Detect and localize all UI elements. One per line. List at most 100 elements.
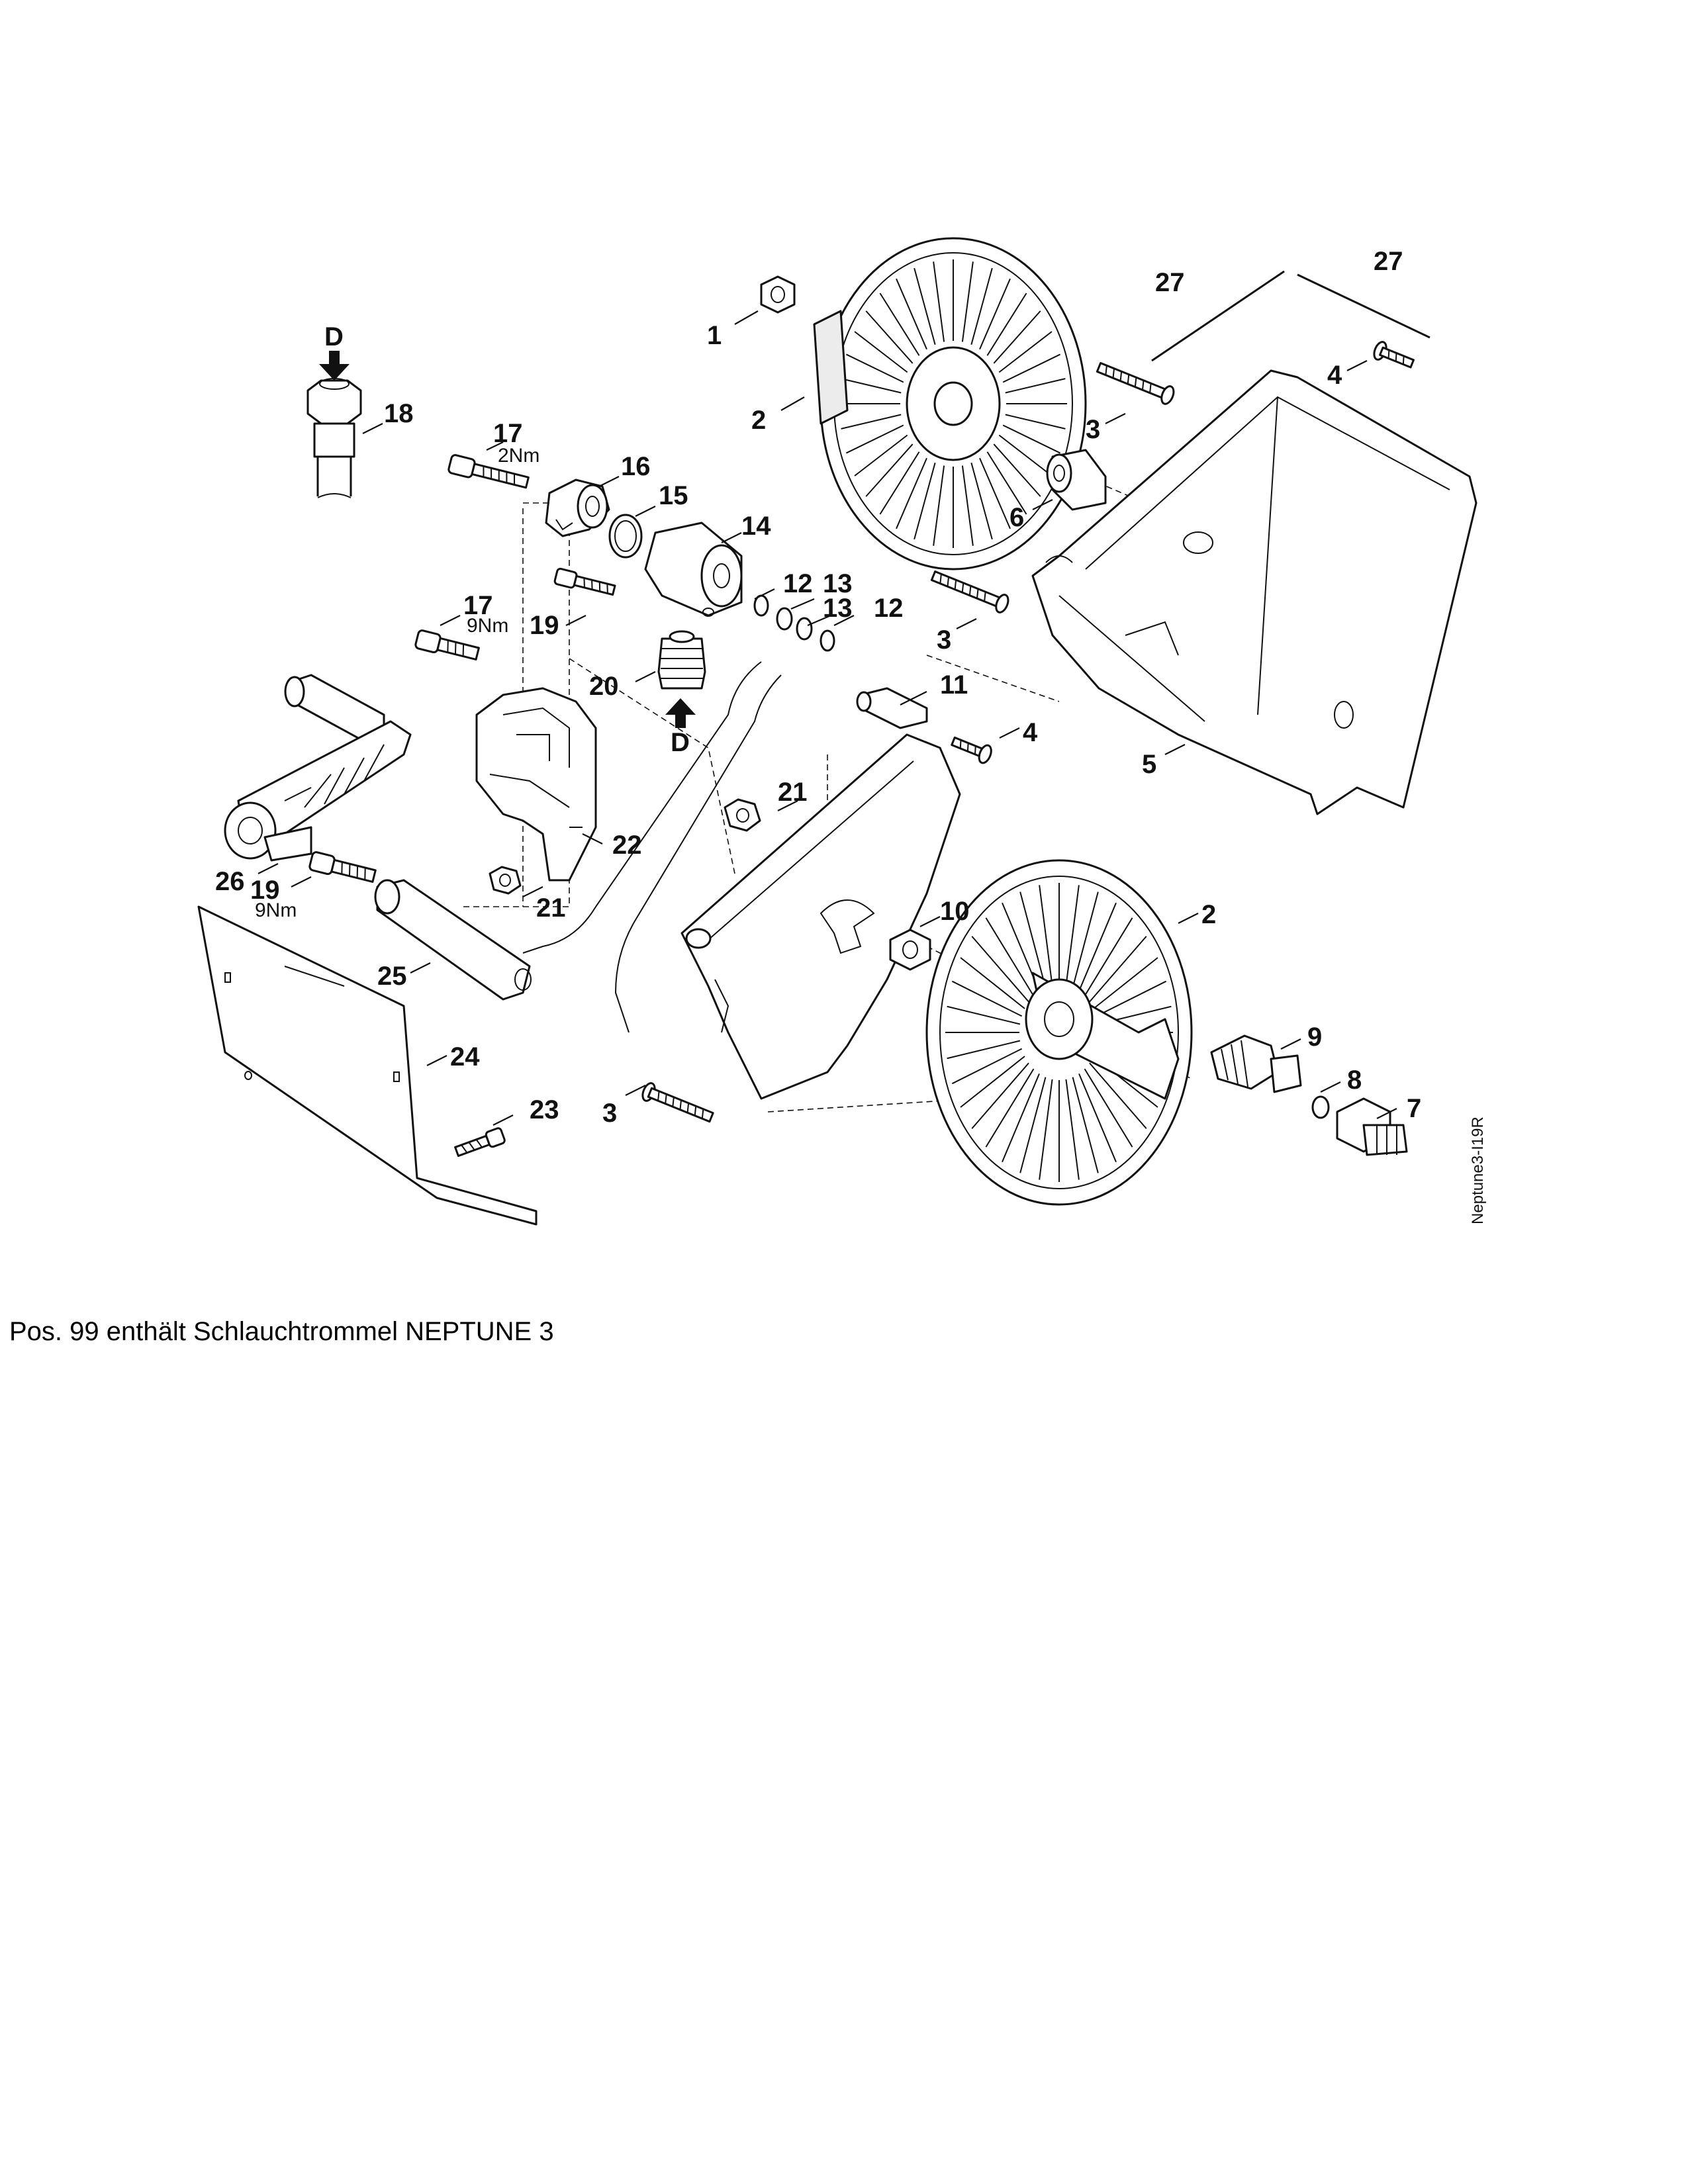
flange-spoke bbox=[985, 1068, 1035, 1148]
flange-spoke bbox=[947, 1005, 1021, 1025]
callout-19-lower: 19 bbox=[250, 876, 280, 905]
part-20-nipple bbox=[657, 630, 706, 690]
torque-17-lower: 9Nm bbox=[467, 615, 508, 637]
flange-spoke bbox=[998, 331, 1053, 373]
flange-spoke bbox=[985, 917, 1035, 997]
callout-4-middle: 4 bbox=[1023, 718, 1038, 747]
part-17-bolt-lower bbox=[414, 629, 480, 660]
flange-spoke bbox=[1019, 891, 1047, 988]
callout-12-right: 12 bbox=[874, 594, 904, 623]
flange-spoke bbox=[1089, 936, 1147, 1003]
callout-13-upper: 13 bbox=[823, 569, 853, 598]
flange-spoke bbox=[979, 278, 1011, 350]
flange-spoke bbox=[993, 310, 1041, 364]
part-21-nuts bbox=[489, 798, 761, 895]
part-6-bushing bbox=[1046, 449, 1107, 511]
callout-21-left: 21 bbox=[536, 893, 566, 923]
callout-25: 25 bbox=[377, 962, 407, 991]
callout-17-lower: 17 bbox=[463, 591, 493, 620]
part-8-o-ring bbox=[1311, 1095, 1330, 1119]
part-23-screw bbox=[454, 1127, 506, 1158]
flange-spoke bbox=[854, 434, 908, 477]
part-14-sleeve bbox=[644, 522, 743, 617]
flange-spoke bbox=[896, 457, 927, 529]
callout-22: 22 bbox=[612, 831, 642, 860]
part-2-lower-flange bbox=[925, 859, 1193, 1206]
part-16-swivel-housing bbox=[545, 478, 610, 537]
callout-27-left: 27 bbox=[1155, 268, 1185, 297]
part-2-upper-flange bbox=[813, 237, 1087, 570]
callout-9: 9 bbox=[1307, 1023, 1322, 1052]
callout-10: 10 bbox=[940, 897, 970, 926]
part-3-screws bbox=[641, 362, 1175, 1123]
part-19-screw-lower bbox=[308, 851, 377, 883]
flange-spoke bbox=[947, 1040, 1021, 1060]
flange-spoke bbox=[970, 463, 993, 540]
flange-spoke bbox=[879, 451, 920, 515]
drawing-id: Neptune3-I19R bbox=[1469, 1116, 1487, 1224]
flange-spoke bbox=[1072, 1077, 1099, 1173]
flange-spoke bbox=[1093, 957, 1158, 1009]
flange-spoke bbox=[845, 424, 904, 454]
part-15-circlip bbox=[608, 514, 643, 559]
flange-spoke bbox=[1065, 1079, 1080, 1180]
part-24-cover-plate bbox=[197, 905, 538, 1226]
flange-spoke bbox=[1019, 1077, 1047, 1173]
label-d-bottom: D bbox=[671, 728, 690, 757]
callout-3-upper: 3 bbox=[1086, 415, 1100, 444]
flange-spoke bbox=[845, 353, 904, 383]
callout-17-upper: 17 bbox=[493, 419, 523, 448]
callout-labels: 1 2 2 3 3 3 4 4 5 6 7 8 9 10 11 12 12 13… bbox=[215, 247, 1487, 1224]
flange-spoke bbox=[841, 378, 902, 394]
arrow-d-bottom bbox=[665, 698, 696, 728]
torque-17-upper: 2Nm bbox=[498, 445, 539, 467]
flange-spoke bbox=[970, 267, 993, 345]
flange-spoke bbox=[986, 451, 1027, 515]
callout-6: 6 bbox=[1009, 503, 1024, 532]
callout-2-upper: 2 bbox=[751, 406, 766, 435]
label-d-top: D bbox=[324, 322, 344, 351]
flange-spoke bbox=[1039, 885, 1053, 986]
flange-spoke bbox=[961, 261, 974, 342]
part-12-13-rings bbox=[753, 594, 835, 652]
flange-spoke bbox=[951, 980, 1023, 1017]
callout-4-upper: 4 bbox=[1327, 361, 1342, 390]
flange-spoke bbox=[993, 443, 1041, 497]
callout-8: 8 bbox=[1347, 1066, 1362, 1095]
part-25-axle bbox=[374, 879, 532, 1001]
callout-15: 15 bbox=[659, 481, 688, 510]
callout-20: 20 bbox=[589, 672, 619, 701]
part-27-strips bbox=[1151, 270, 1430, 362]
callout-3-lower: 3 bbox=[602, 1099, 617, 1128]
flange-spoke bbox=[914, 267, 936, 345]
callout-18: 18 bbox=[384, 399, 414, 428]
flange-spoke bbox=[1039, 1079, 1053, 1180]
torque-19-lower: 9Nm bbox=[255, 899, 297, 921]
flange-spoke bbox=[1002, 353, 1061, 383]
flange-spoke bbox=[865, 310, 914, 364]
flange-spoke bbox=[1084, 917, 1133, 997]
flange-spoke bbox=[971, 1062, 1029, 1129]
flange-spoke bbox=[1078, 1073, 1117, 1163]
flange-spoke bbox=[1084, 1068, 1133, 1148]
part-9-fitting bbox=[1210, 1034, 1302, 1093]
flange-spoke bbox=[854, 331, 908, 373]
flange-spoke bbox=[961, 465, 974, 546]
flange-spoke bbox=[841, 414, 902, 430]
flange-spoke bbox=[1072, 891, 1099, 988]
callout-19-upper: 19 bbox=[530, 611, 559, 640]
callout-21-right: 21 bbox=[778, 778, 808, 807]
callout-7: 7 bbox=[1407, 1094, 1421, 1123]
flange-spoke bbox=[933, 261, 945, 342]
flange-spoke bbox=[971, 936, 1029, 1003]
callout-11: 11 bbox=[940, 670, 968, 700]
flange-spoke bbox=[951, 1048, 1023, 1085]
part-7-nipple bbox=[1336, 1097, 1408, 1156]
flange-spoke bbox=[1002, 424, 1061, 454]
flange-spoke bbox=[998, 434, 1053, 477]
callout-16: 16 bbox=[621, 452, 651, 481]
callout-26: 26 bbox=[215, 867, 245, 896]
part-18-connector bbox=[306, 378, 362, 498]
part-10-nut bbox=[889, 929, 931, 971]
part-19-screw-upper bbox=[553, 567, 616, 596]
